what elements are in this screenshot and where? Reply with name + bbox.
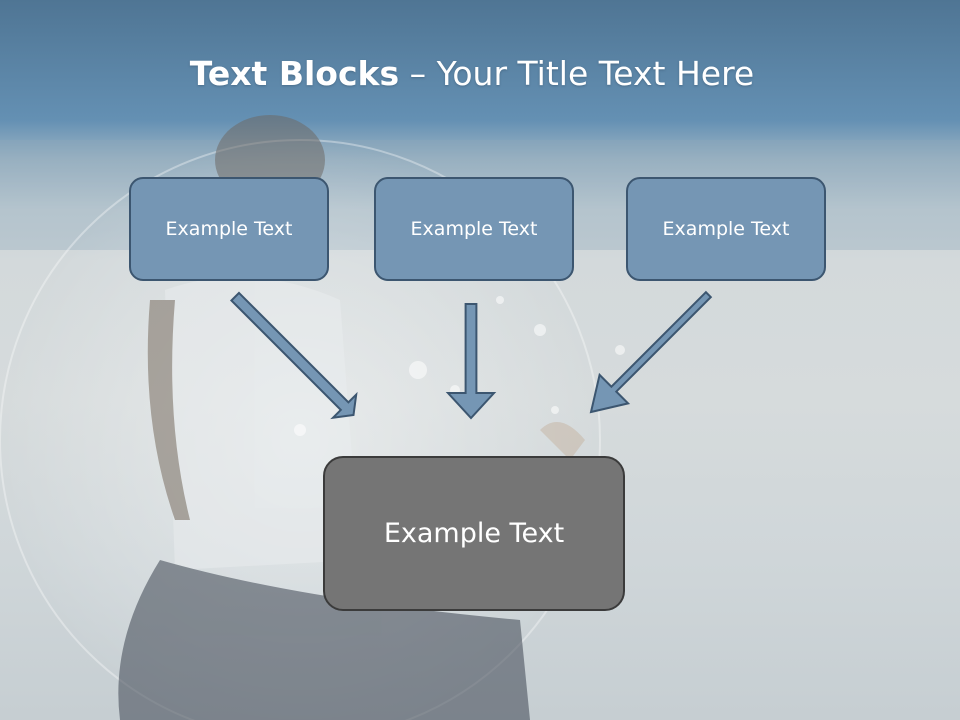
text-block-top-center-label: Example Text: [410, 218, 538, 240]
slide-title: Text Blocks – Your Title Text Here: [0, 54, 944, 93]
title-bold: Text Blocks: [189, 54, 400, 93]
text-block-bottom[interactable]: Example Text: [323, 456, 625, 611]
text-block-top-right-label: Example Text: [662, 218, 790, 240]
text-block-bottom-label: Example Text: [383, 518, 565, 549]
text-block-top-center[interactable]: Example Text: [374, 177, 574, 281]
title-rest: – Your Title Text Here: [399, 54, 755, 93]
text-block-top-left-label: Example Text: [165, 218, 293, 240]
text-block-top-left[interactable]: Example Text: [129, 177, 329, 281]
text-block-top-right[interactable]: Example Text: [626, 177, 826, 281]
